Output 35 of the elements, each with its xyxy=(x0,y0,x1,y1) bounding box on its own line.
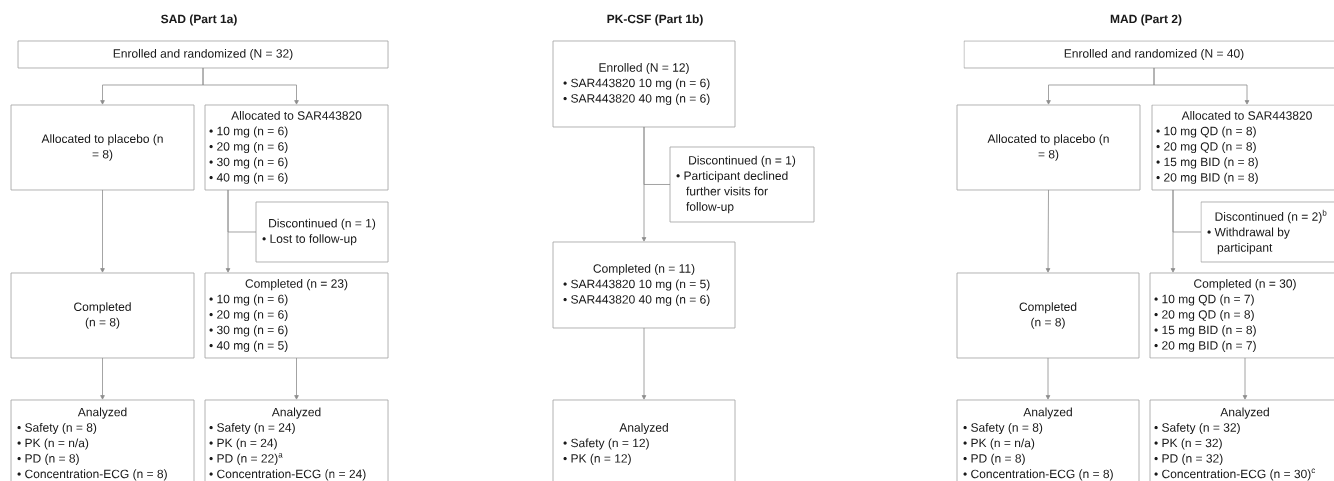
arrow xyxy=(1242,357,1248,400)
arrow xyxy=(641,327,647,400)
flow-box: Discontinued (n = 2)$^{b}$ • Withdrawal by participant xyxy=(1200,201,1334,263)
arrow xyxy=(1045,357,1051,400)
flow-box: Allocated to placebo (n = 8) xyxy=(956,104,1141,191)
flow-box: Analyzed • Safety (n = 8) • PK (n = n/a) • PD (n = 8) • Concentration-ECG (n = 8) xyxy=(10,399,195,481)
flow-box: Discontinued (n = 1) • Lost to follow-up xyxy=(255,201,389,263)
arrow xyxy=(202,67,299,105)
flow-box: Enrolled (N = 12) • SAR443820 10 mg (n = 6) • SAR443820 40 mg (n = 6) xyxy=(552,40,736,128)
section-title: MAD (Part 2) xyxy=(1110,14,1182,26)
flow-box: Analyzed • Safety (n = 8) • PK (n = n/a) • PD (n = 8) • Concentration-ECG (n = 8) xyxy=(956,399,1140,481)
flow-box: Completed (n = 23) • 10 mg (n = 6) • 20 mg (n = 6) • 30 mg (n = 6) • 40 mg (n = 5) xyxy=(204,272,389,359)
flow-box: Analyzed • Safety (n = 12) • PK (n = 12) xyxy=(552,399,736,481)
arrow xyxy=(1045,189,1051,273)
flow-box: Enrolled and randomized (N = 40) xyxy=(963,40,1334,69)
flow-box: Completed (n = 30) • 10 mg QD (n = 7) • 20 mg QD (n = 8) • 15 mg BID (n = 8) • 20 mg BID (n = 7) xyxy=(1149,272,1334,359)
section-title: SAD (Part 1a) xyxy=(161,14,237,26)
flow-box: Completed (n = 8) xyxy=(10,272,195,359)
flow-box: Allocated to placebo (n = 8) xyxy=(10,104,195,191)
flow-box: Allocated to SAR443820 • 10 mg (n = 6) • 20 mg (n = 6) • 30 mg (n = 6) • 40 mg (n = 6) xyxy=(204,104,389,191)
section-title: PK-CSF (Part 1b) xyxy=(607,14,703,26)
flow-box: Completed (n = 8) xyxy=(956,272,1140,359)
arrow xyxy=(294,357,299,400)
arrow xyxy=(100,357,105,400)
flow-box: Analyzed • Safety (n = 32) • PK (n = 32) • PD (n = 32) • Concentration-ECG (n = 30)$^{c}$ xyxy=(1149,399,1334,481)
flow-box: Allocated to SAR443820 • 10 mg QD (n = 8) • 20 mg QD (n = 8) • 15 mg BID (n = 8) • 20 mg BID (n = 8) xyxy=(1151,104,1334,191)
arrow xyxy=(1170,189,1176,273)
arrow xyxy=(1153,67,1250,105)
arrow xyxy=(225,189,231,273)
flow-box: Completed (n = 11) • SAR443820 10 mg (n = 5) • SAR443820 40 mg (n = 6) xyxy=(552,241,736,329)
flow-box: Analyzed • Safety (n = 24) • PK (n = 24) • PD (n = 22)$^{a}$ • Concentration-ECG (n = 24) xyxy=(204,399,389,481)
flow-box: Enrolled and randomized (N = 32) xyxy=(17,40,389,69)
arrow xyxy=(100,189,105,273)
flow-box: Discontinued (n = 1) • Participant declined further visits for follow-up xyxy=(669,146,815,223)
arrow xyxy=(641,126,647,242)
